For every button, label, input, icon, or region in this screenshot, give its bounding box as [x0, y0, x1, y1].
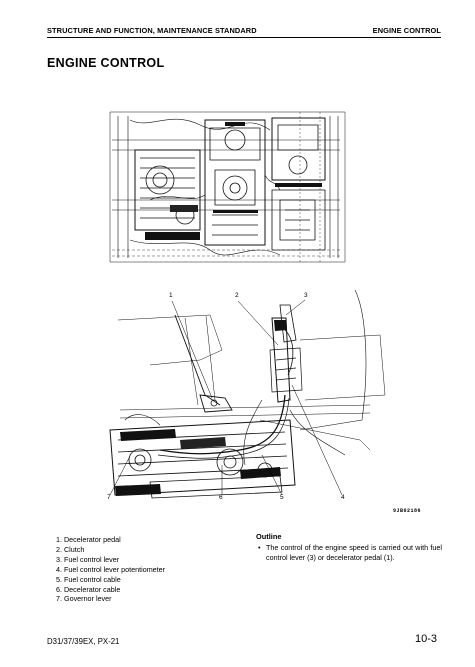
page-number: 10-3	[415, 633, 438, 645]
list-item: 6. Decelerator cable	[56, 584, 121, 594]
outline-heading: Outline	[256, 532, 282, 541]
parts-list: 1. Decelerator pedal 2. Clutch 3. Fuel c…	[56, 535, 165, 604]
list-item: 7. Governor lever	[56, 594, 112, 604]
running-header: STRUCTURE AND FUNCTION, MAINTENANCE STAN…	[47, 26, 441, 40]
figure-code: 9JB02186	[393, 508, 422, 514]
list-item: 4. Fuel control lever potentiometer	[56, 564, 166, 574]
callout-7: 7	[107, 494, 111, 501]
page-title: ENGINE CONTROL	[47, 56, 165, 70]
outline-text: The control of the engine speed is carri…	[266, 543, 442, 562]
callout-6: 6	[219, 494, 223, 501]
outline-body: • The control of the engine speed is car…	[256, 543, 442, 563]
side-view	[109, 289, 386, 499]
header-rule	[47, 37, 441, 38]
header-chapter: ENGINE CONTROL	[372, 26, 441, 35]
outline-section: Outline • The control of the engine spee…	[256, 532, 442, 563]
callout-4: 4	[341, 494, 345, 501]
list-item: 2. Clutch	[56, 544, 85, 554]
callout-3: 3	[304, 292, 308, 299]
list-item: 3. Fuel control lever	[56, 554, 120, 564]
list-item: 5. Fuel control cable	[56, 574, 121, 584]
callout-5: 5	[280, 494, 284, 501]
callout-2: 2	[235, 292, 239, 299]
top-view	[109, 111, 346, 263]
bullet-icon: •	[258, 543, 261, 552]
callout-1: 1	[169, 292, 173, 299]
footer-model: D31/37/39EX, PX-21	[47, 637, 120, 646]
leader-lines	[109, 299, 343, 496]
header-section: STRUCTURE AND FUNCTION, MAINTENANCE STAN…	[47, 26, 257, 35]
list-item: 1. Decelerator pedal	[56, 535, 121, 544]
